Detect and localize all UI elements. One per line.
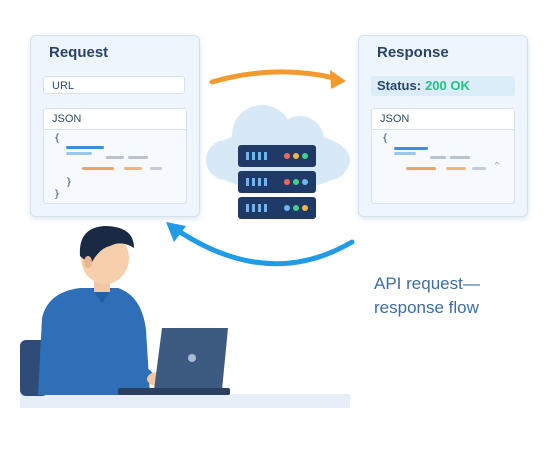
code-line [430,156,446,159]
code-line [124,167,142,170]
status-field: Status:200 OK [371,76,515,96]
status-value: 200 OK [425,78,470,93]
code-line [150,167,162,170]
url-field[interactable]: URL [43,76,185,94]
code-line [66,152,92,155]
request-arrow-icon [209,69,346,89]
request-close-brace: } [54,189,61,200]
request-title: Request [49,44,109,61]
response-title: Response [377,44,449,61]
request-json-label: JSON [44,109,186,130]
status-label: Status: [377,78,422,93]
response-arrow-icon [166,222,355,267]
code-line [446,167,466,170]
request-panel: Request URL JSON { } } [30,35,200,217]
code-line [66,146,104,149]
code-line [394,152,416,155]
code-line [128,156,148,159]
response-open-brace: { [382,133,389,144]
response-caret: ^ [494,161,501,172]
code-line [394,147,428,150]
response-json-box[interactable]: JSON { ^ [371,108,515,204]
person-illustration [20,226,169,396]
code-line [106,156,124,159]
caption: API request— response flow [374,272,544,320]
code-line [82,167,114,170]
server-rack-icon [238,145,316,219]
request-open-brace: { [54,133,61,144]
response-panel: Response Status:200 OK JSON { ^ [358,35,528,217]
code-line [450,156,470,159]
request-json-box[interactable]: JSON { } } [43,108,187,204]
code-line [472,167,486,170]
code-line [406,167,436,170]
request-inner-close: } [66,177,73,188]
desk [20,394,350,408]
response-json-label: JSON [372,109,514,130]
laptop-icon [118,328,230,395]
caption-line-1: API request— [374,274,480,293]
caption-line-2: response flow [374,298,479,317]
